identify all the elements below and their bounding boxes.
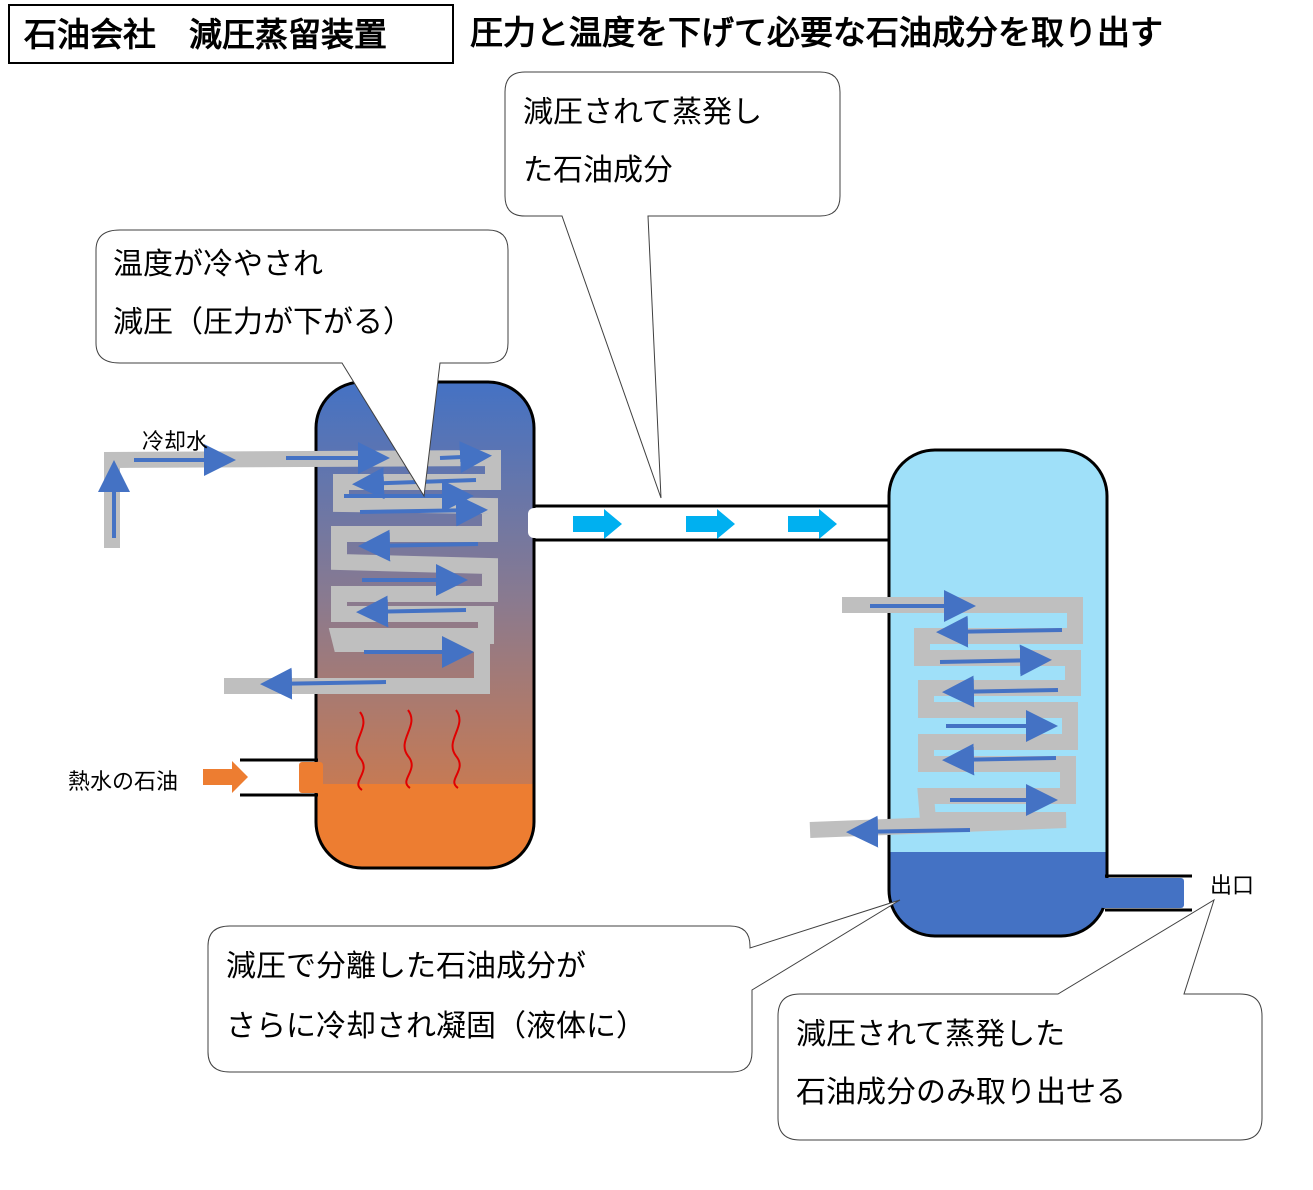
- hot-oil-label: 熱水の石油: [68, 770, 179, 795]
- callout-top-line2: た石油成分: [523, 153, 673, 188]
- diagram-subtitle: 圧力と温度を下げて必要な石油成分を取り出す: [470, 13, 1163, 52]
- diagram-title: 石油会社 減圧蒸留装置: [8, 4, 454, 64]
- callout-bottom-right-line1: 減圧されて蒸発した: [796, 1017, 1066, 1052]
- callout-bottom-left-line1: 減圧で分離した石油成分が: [226, 949, 586, 984]
- callout-bottom-right: [777, 898, 1263, 1141]
- callout-top: [504, 71, 841, 499]
- callout-left: [95, 229, 509, 498]
- callout-left-line1: 温度が冷やされ: [113, 247, 323, 282]
- vapor-pipe: [528, 504, 906, 542]
- heat-waves: [355, 709, 461, 791]
- callout-top-line1: 減圧されて蒸発し: [523, 95, 763, 130]
- outlet-label: 出口: [1210, 874, 1255, 899]
- callout-left-line2: 減圧（圧力が下がる）: [113, 305, 413, 340]
- cooling-water-label: 冷却水: [142, 430, 209, 455]
- inlet-pipe: [203, 758, 323, 797]
- callout-bottom-right-line2: 石油成分のみ取り出せる: [796, 1075, 1126, 1110]
- cooling-coil-right: [809, 597, 1083, 838]
- vapor-arrow: [686, 509, 735, 539]
- vapor-arrow: [573, 509, 622, 539]
- coil-flow-arrows-right: [846, 590, 1063, 848]
- vapor-arrow: [788, 509, 837, 539]
- outlet-pipe: [1100, 874, 1192, 912]
- callout-bottom-left: [207, 899, 901, 1073]
- oil-inlet-arrow: [203, 761, 248, 793]
- callout-bottom-left-line2: さらに冷却され凝固（液体に）: [226, 1009, 646, 1044]
